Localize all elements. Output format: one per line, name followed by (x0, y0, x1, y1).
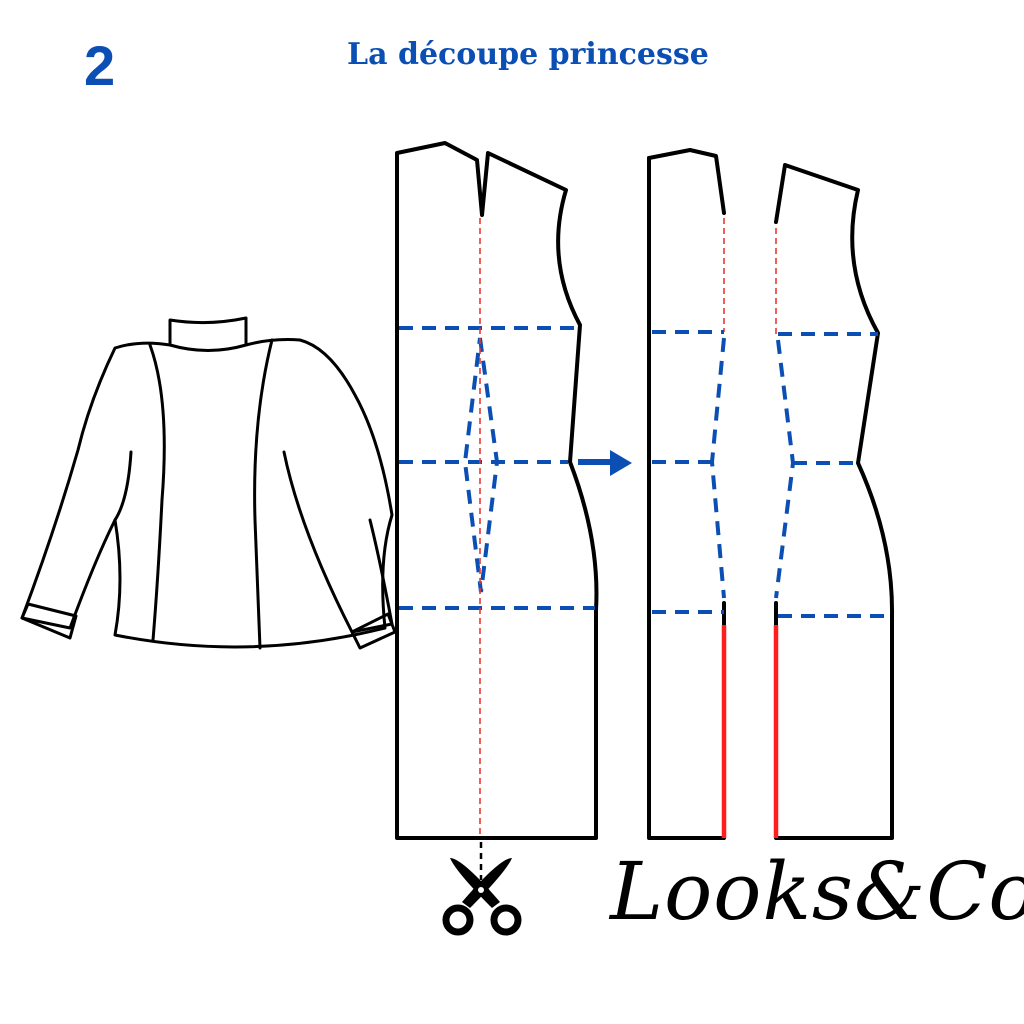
right-split-piece (773, 163, 895, 840)
scissors-icon (442, 858, 522, 936)
arrow-right-icon (578, 450, 632, 476)
jacket-sketch (20, 316, 397, 650)
brand-logo: Looks&Co (610, 845, 1024, 938)
page-title: La découpe princesse (347, 37, 709, 72)
left-split-piece (647, 148, 727, 840)
step-number: 2 (84, 34, 116, 97)
original-pattern-piece (395, 141, 599, 880)
